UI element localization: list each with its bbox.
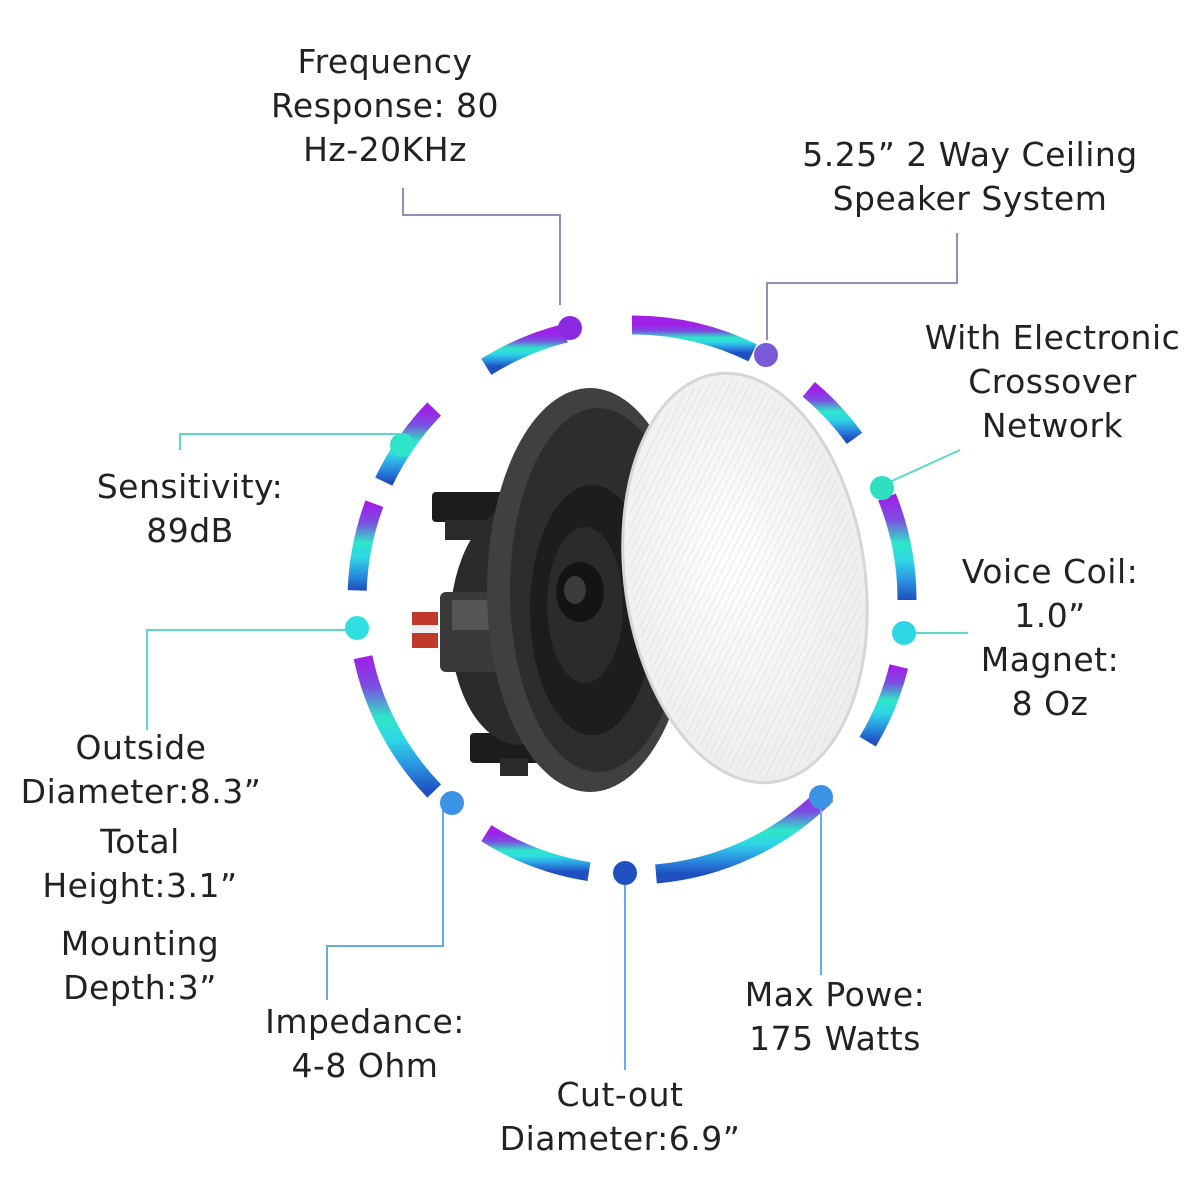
frequency-line-2: Response: 80 [270,86,500,125]
leader-system [766,233,958,340]
voice-coil-line-4: 8 Oz [1011,684,1089,723]
ring-segment [802,382,863,445]
mounting-line-1: Mounting [60,924,220,963]
ring-segment [347,500,384,591]
total-line-1: Total [100,822,180,861]
system-line-1: 5.25” 2 Way Ceiling [802,135,1138,174]
sensitivity-line-2: 89dB [146,511,234,550]
crossover-line-3: Network [981,406,1124,445]
dot-frequency [558,316,582,340]
ring-segment [631,315,757,362]
leader-frequency [402,188,561,305]
ring-segment [655,787,834,884]
voice-coil-line-3: Magnet: [980,640,1120,679]
ring-segment [859,664,909,747]
crossover-line-1: With Electronic [924,318,1181,357]
leader-crossover [882,449,961,486]
mounting-line-2: Depth:3” [63,968,217,1007]
label-crossover: With Electronic Crossover Network [905,316,1200,448]
ring-segment [481,825,591,881]
frequency-line-3: Hz-20KHz [303,130,467,169]
label-max-power: Max Powe: 175 Watts [700,973,970,1061]
impedance-line-1: Impedance: [265,1002,465,1041]
label-frequency-response: Frequency Response: 80 Hz-20KHz [230,40,540,172]
ring-dots [345,316,916,885]
label-outside-diameter: Outside Diameter:8.3” [0,726,282,814]
label-impedance: Impedance: 4-8 Ohm [215,1000,515,1088]
power-line-1: Max Powe: [744,975,926,1014]
label-sensitivity: Sensitivity: 89dB [60,465,320,553]
label-mounting-depth: Mounting Depth:3” [20,922,260,1010]
dot-crossover [870,476,894,500]
sensitivity-line-1: Sensitivity: [96,467,284,506]
label-voice-coil: Voice Coil: 1.0” Magnet: 8 Oz [935,550,1165,726]
leader-lines [146,188,968,1070]
cutout-line-2: Diameter:6.9” [499,1119,741,1158]
total-line-2: Height:3.1” [42,866,238,905]
dot-impedance [440,791,464,815]
cutout-line-1: Cut-out [556,1075,684,1114]
dot-power [809,785,833,809]
dot-outside [345,616,369,640]
leader-sensitivity [179,433,401,450]
frequency-line-1: Frequency [297,42,473,81]
ring-segment [353,655,442,798]
dot-sensitivity [390,433,414,457]
ring-segment [878,493,917,601]
ring-segment [481,323,568,375]
system-line-2: Speaker System [832,179,1108,218]
voice-coil-line-2: 1.0” [1014,596,1086,635]
ceiling-speaker-driver-icon [412,388,693,792]
leader-outside [146,629,355,730]
label-speaker-system: 5.25” 2 Way Ceiling Speaker System [770,133,1170,221]
leader-impedance [326,805,444,1000]
impedance-line-2: 4-8 Ohm [291,1046,439,1085]
voice-coil-line-1: Voice Coil: [961,552,1139,591]
dot-voice-coil [892,621,916,645]
power-line-2: 175 Watts [749,1019,921,1058]
label-cutout-diameter: Cut-out Diameter:6.9” [470,1073,770,1161]
outside-line-2: Diameter:8.3” [20,772,262,811]
outside-line-1: Outside [75,728,207,767]
label-total-height: Total Height:3.1” [20,820,260,908]
dot-cutout [613,861,637,885]
speaker-grille-icon [621,371,869,785]
dot-system [754,343,778,367]
gradient-ring [347,315,917,884]
crossover-line-2: Crossover [968,362,1137,401]
